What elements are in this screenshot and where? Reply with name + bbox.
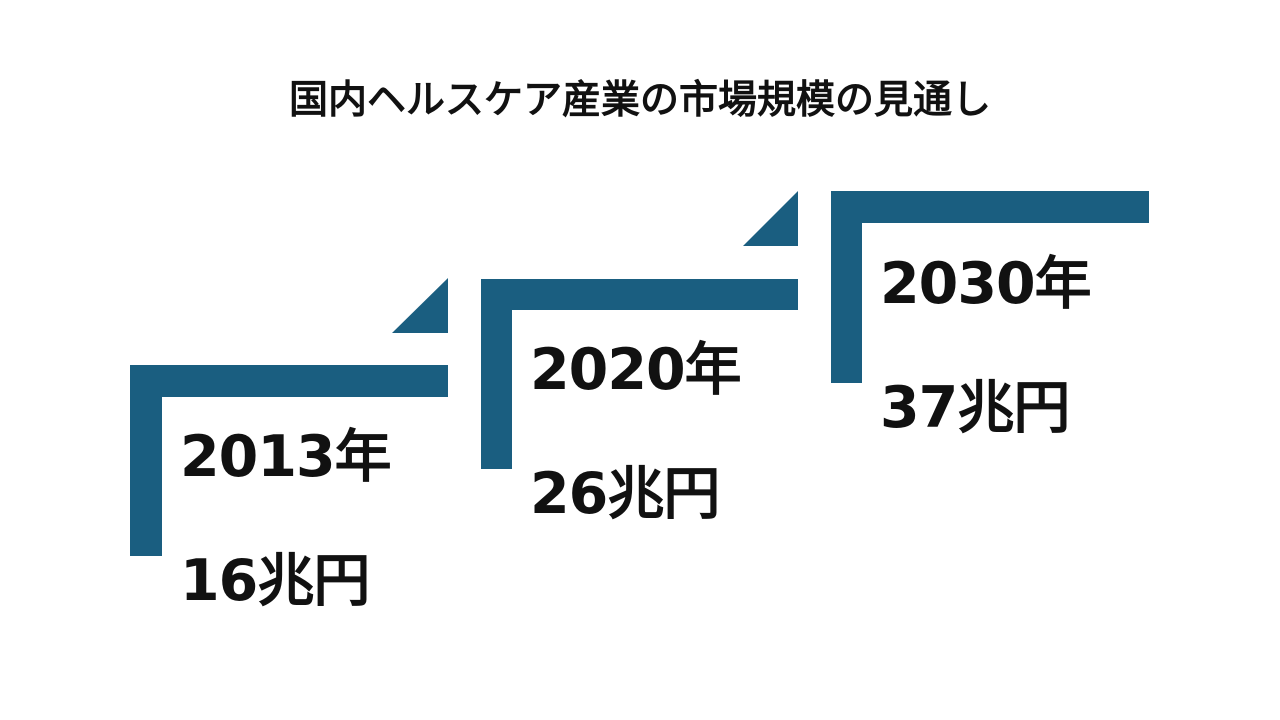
- step-3-bracket: [831, 191, 1149, 383]
- step-2-bracket: [481, 279, 798, 469]
- step-2-arrow-triangle: [743, 191, 798, 246]
- page-title: 国内ヘルスケア産業の市場規模の見通し: [288, 78, 991, 123]
- step-2-value: 26兆円: [530, 461, 720, 527]
- step-2-year: 2020年: [530, 337, 742, 403]
- step-1-year: 2013年: [180, 424, 392, 490]
- step-3-year: 2030年: [880, 251, 1092, 317]
- step-1-value: 16兆円: [180, 548, 370, 614]
- step-1-bracket: [130, 365, 448, 556]
- step-1-arrow-triangle: [392, 278, 448, 333]
- step-3-value: 37兆円: [880, 375, 1070, 441]
